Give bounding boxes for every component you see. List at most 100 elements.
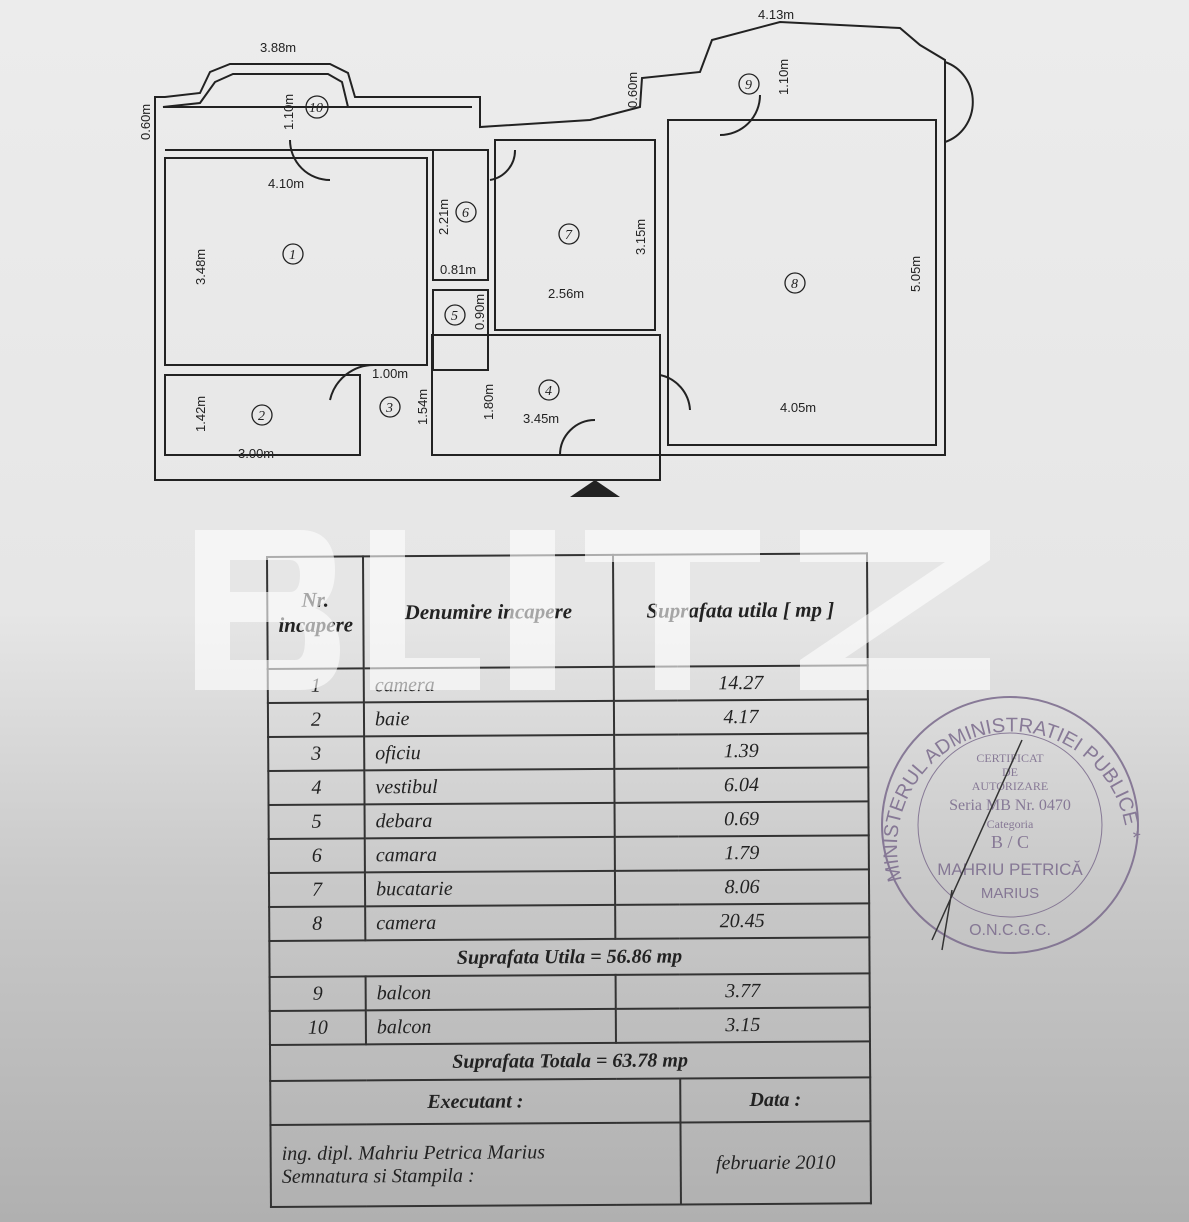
dim-090: 0.90m [472, 294, 487, 330]
dim-256: 2.56m [548, 286, 584, 301]
cell-name: bucatarie [364, 870, 616, 907]
dim-300: 3.00m [238, 446, 274, 461]
inner-outline [162, 73, 472, 108]
room-number-4: 4 [545, 384, 552, 399]
room-5-walls [432, 289, 489, 371]
dim-081: 0.81m [440, 262, 476, 277]
date-label: Data : [680, 1077, 871, 1123]
dim-413: 4.13m [758, 7, 794, 22]
dim-060-left: 0.60m [138, 104, 153, 140]
total-area: Suprafata Totala = 63.78 mp [269, 1041, 871, 1081]
cell-name: debara [364, 802, 615, 839]
cell-nr: 5 [268, 804, 365, 839]
executant-name: ing. dipl. Mahriu Petrica Marius [281, 1141, 546, 1165]
balcony-9-bay [944, 61, 974, 143]
cell-area: 6.04 [614, 767, 869, 803]
cell-area: 4.17 [613, 699, 869, 735]
room-area-table: Nr. incapere Denumire incapere Suprafata… [266, 552, 872, 1208]
cell-name: vestibul [364, 768, 615, 805]
cell-nr: 8 [269, 906, 366, 941]
dim-345: 3.45m [523, 411, 559, 426]
svg-text:MARIUS: MARIUS [981, 885, 1039, 902]
cell-name: balcon [365, 1008, 616, 1045]
room-number-5: 5 [451, 309, 458, 324]
dim-315: 3.15m [633, 219, 648, 255]
header-name: Denumire incapere [363, 554, 614, 669]
cell-nr: 7 [268, 872, 366, 907]
room-number-6: 6 [462, 206, 469, 221]
cell-area: 3.77 [615, 973, 870, 1009]
cell-name: oficiu [364, 734, 615, 771]
cell-area: 1.79 [614, 835, 869, 871]
dim-060-right: 0.60m [625, 72, 640, 108]
dim-388: 3.88m [260, 40, 296, 55]
room-number-7: 7 [565, 228, 573, 243]
cell-name: camera [363, 666, 614, 703]
cell-nr: 4 [268, 770, 365, 805]
header-nr: Nr. incapere [267, 556, 364, 669]
room-number-3: 3 [385, 401, 393, 416]
dim-405: 4.05m [780, 400, 816, 415]
dim-180: 1.80m [481, 384, 496, 420]
room-7-walls [494, 139, 656, 331]
room-4-walls [431, 334, 661, 456]
cell-name: baie [363, 700, 615, 737]
useful-area-total: Suprafata Utila = 56.86 mp [269, 937, 870, 977]
cell-area: 0.69 [614, 801, 869, 837]
cell-name: camara [364, 836, 615, 873]
room-8-walls [667, 119, 937, 446]
room-number-10: 10 [309, 101, 323, 116]
svg-text:CERTIFICAT: CERTIFICAT [976, 751, 1044, 765]
svg-text:B / C: B / C [991, 832, 1029, 852]
cell-area: 1.39 [614, 733, 869, 769]
dim-348: 3.48m [193, 249, 208, 285]
cell-nr: 10 [269, 1010, 366, 1045]
cell-nr: 6 [268, 838, 365, 873]
dim-110-right: 1.10m [776, 59, 791, 95]
dim-410: 4.10m [268, 176, 304, 191]
official-stamp: MINISTERUL ADMINISTRATIEI PUBLICE * CERT… [880, 696, 1144, 954]
date-value: februarie 2010 [680, 1121, 871, 1205]
cell-name: camera [365, 904, 616, 941]
cell-nr: 3 [268, 736, 365, 771]
entrance-arrow-icon [570, 480, 620, 497]
svg-text:Categoria: Categoria [987, 817, 1034, 831]
cell-area: 3.15 [615, 1007, 870, 1043]
outer-wall [154, 20, 946, 481]
cell-area: 14.27 [613, 665, 868, 701]
dim-221: 2.21m [436, 199, 451, 235]
signature-stroke [931, 739, 1023, 951]
dim-142: 1.42m [193, 396, 208, 432]
room-number-9: 9 [745, 78, 752, 93]
dim-505: 5.05m [908, 256, 923, 292]
door-swings [289, 94, 761, 456]
header-area: Suprafata utila [ mp ] [612, 553, 868, 667]
signature-label: Semnatura si Stampila : [281, 1164, 475, 1188]
cell-nr: 2 [267, 702, 365, 737]
cell-nr: 9 [269, 976, 366, 1011]
cell-nr: 1 [267, 668, 364, 703]
cell-name: balcon [365, 974, 616, 1011]
dim-110-left: 1.10m [281, 94, 296, 130]
room-number-2: 2 [258, 409, 265, 424]
room-number-1: 1 [289, 248, 296, 263]
cell-area: 20.45 [615, 903, 870, 939]
dim-100: 1.00m [372, 366, 408, 381]
svg-text:MAHRIU PETRICĂ: MAHRIU PETRICĂ [937, 860, 1083, 879]
svg-text:Seria MB Nr. 0470: Seria MB Nr. 0470 [949, 797, 1071, 814]
floor-plan: 3.88m 4.13m 0.60m 1.10m 4.10m 3.48m 2.21… [138, 7, 974, 497]
svg-text:O.N.C.G.C.: O.N.C.G.C. [969, 922, 1051, 939]
room-2-walls [164, 374, 361, 456]
svg-text:AUTORIZARE: AUTORIZARE [972, 779, 1048, 793]
room-1-walls [164, 157, 428, 366]
